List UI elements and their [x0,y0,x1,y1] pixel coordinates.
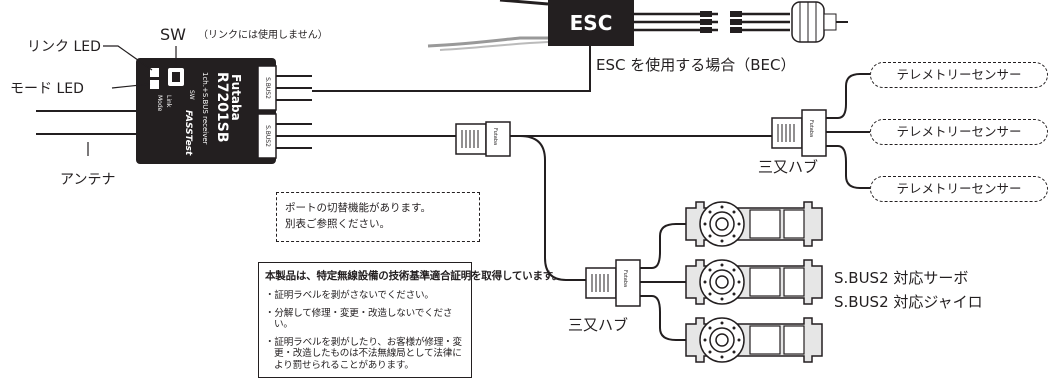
hub2-brand: Futaba [622,270,628,287]
power-wire-1 [427,36,548,48]
certification-notice: 本製品は、特定無線設備の技術基準適合証明を取得しています。 ・証明ラベルを剥がさ… [258,262,563,378]
telemetry-sensor-3: テレメトリーセンサー [870,176,1048,202]
servo [685,259,823,305]
telemetry-sensor-2: テレメトリーセンサー [870,119,1048,145]
hub2-label: 三又ハブ [568,316,628,334]
esc-caption: ESC を使用する場合（BEC） [596,56,795,74]
port-top-label: S.BUS2 [264,77,271,99]
sw-button-inner [172,72,180,82]
receiver-link-label: Link [165,95,172,108]
link-led [150,68,159,77]
port-bottom-label: S.BUS2 [264,125,271,147]
receiver-port-top [257,65,277,111]
servo-label-1: S.BUS2 対応サーボ [834,269,968,287]
mode-led-label: モード LED [10,81,84,97]
port-note-line-2: 別表ご参照ください。 [285,218,390,230]
callout-lines [87,45,177,156]
notice-title: 本製品は、特定無線設備の技術基準適合証明を取得しています。 [265,270,563,282]
receiver-subtitle: 1ch.+S.BUS receiver [201,72,209,145]
sw-label: SW [160,25,186,44]
esc-label: ESC [570,11,613,35]
sw-note: （リンクには使用しません） [198,28,328,41]
servo [685,201,823,247]
esc-assembly: ESC ESC を使用する場合（BEC） [312,0,848,92]
sbus2-connector: Futaba [455,121,511,157]
hub-1: Futaba 三又ハブ [758,109,827,176]
notice-item: ・証明ラベルを剥がさないでください。 [265,290,434,301]
hub1-brand: Futaba [808,120,814,137]
receiver-brand: Futaba [229,74,243,121]
port-note-line-1: ポートの切替機能があります。 [285,202,431,214]
power-wire-2 [439,41,549,51]
receiver-port-bottom [257,113,277,159]
servo [685,317,823,363]
esc-signal-wire [312,36,591,92]
receiver-pins [276,75,312,149]
port-switch-note: ポートの切替機能があります。 別表ご参照ください。 [276,192,480,242]
antenna-label: アンテナ [60,172,115,188]
receiver: S.BUS2 S.BUS2 Link Mode SW Futaba R7201S… [36,58,312,164]
notice-item: ・証明ラベルを剥がしたり、お客様が修理・変更・改造したものは不法無線局として法律… [265,336,462,371]
hub1-label: 三又ハブ [758,158,818,176]
servo-label-2: S.BUS2 対応ジャイロ [834,293,983,311]
sbus2-wiring [312,73,870,341]
esc-top-wire [499,0,549,6]
motor [791,1,848,43]
connector-brand: Futaba [492,128,498,145]
notice-item: ・分解して修理・変更・改造しないでください。 [265,307,453,331]
receiver-mode-label: Mode [156,95,163,112]
receiver-fasst-logo: FASSTest [183,110,193,156]
esc-body [548,0,634,46]
receiver-model: R7201SB [214,72,230,143]
telemetry-sensor-1: テレメトリーセンサー [870,62,1048,88]
link-led-label: リンク LED [27,39,101,55]
servos [685,201,823,363]
mode-led [150,80,159,89]
receiver-sw-label: SW [188,90,195,100]
motor-connectors [700,11,742,33]
hub-2: Futaba 三又ハブ [568,259,641,334]
